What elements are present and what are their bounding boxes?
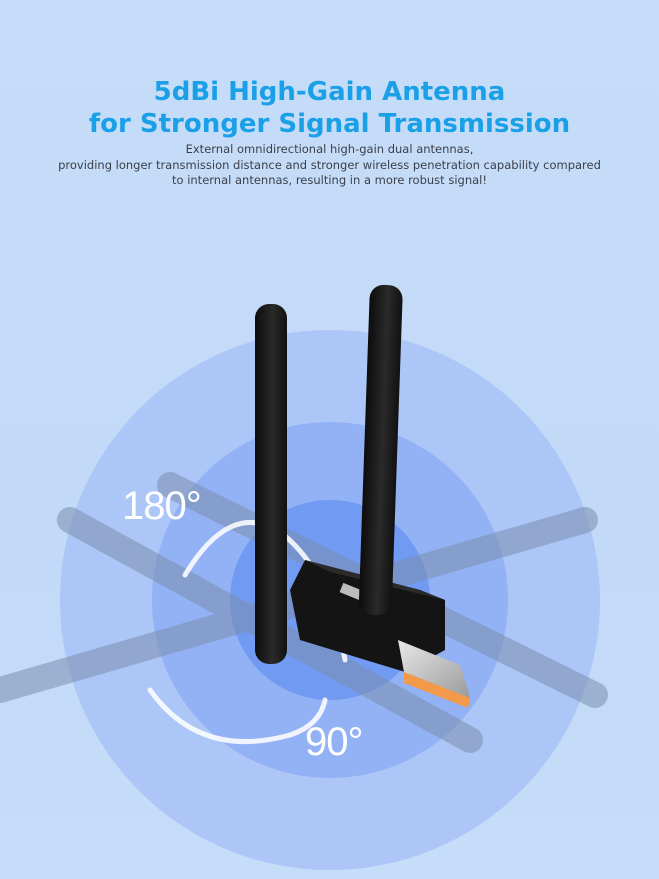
description: External omnidirectional high-gain dual …	[0, 142, 659, 189]
headline-line-1: 5dBi High-Gain Antenna	[153, 77, 506, 107]
description-line-2: providing longer transmission distance a…	[58, 157, 601, 172]
rotation-label-90: 90°	[305, 720, 363, 764]
headline-line-2: for Stronger Signal Transmission	[88, 109, 571, 139]
antenna-left	[255, 304, 287, 664]
rotation-label-180: 180°	[122, 484, 202, 528]
headline: 5dBi High-Gain Antenna for Stronger Sign…	[0, 76, 659, 140]
description-line-3: to internal antennas, resulting in a mor…	[172, 173, 487, 187]
description-line-1: External omnidirectional high-gain dual …	[185, 142, 474, 156]
antennas	[255, 284, 403, 664]
antenna-right	[358, 284, 403, 615]
usb-adapter	[290, 560, 470, 708]
